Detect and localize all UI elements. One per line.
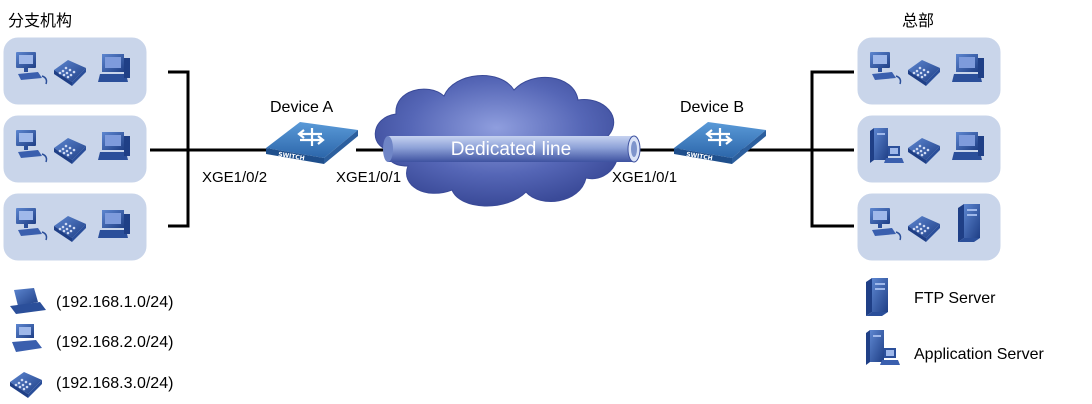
laptop-icon [10,288,46,314]
ip-phone-icon [10,372,42,398]
hq-group [857,37,1001,261]
legend-right: FTP Server Application Server [866,278,1045,365]
desktop-icon [98,54,130,82]
tube-left-end [383,136,393,162]
dedicated-line: Dedicated line [356,135,680,163]
device-a-port-label: XGE1/0/1 [336,169,401,186]
branch-title: 分支机构 [8,11,72,30]
legend-item-laptop: (192.168.1.0/24) [10,288,173,314]
device-b-badge: SWITCH [686,151,713,162]
device-b-port-label: XGE1/0/1 [612,169,677,186]
branch-group [3,37,147,261]
branch-port-label: XGE1/0/2 [202,169,267,186]
branch-wiring [150,70,270,228]
legend-app-text: Application Server [914,346,1045,363]
pc-icon [12,324,42,352]
device-b-name: Device B [680,99,744,116]
dedicated-line-label: Dedicated line [451,139,571,160]
desktop-icon [98,132,130,160]
device-a-badge: SWITCH [278,151,305,162]
ftp-server-icon [866,278,888,316]
legend-pc-text: (192.168.2.0/24) [56,334,173,351]
device-b-arrows-icon [705,128,733,146]
device-a-arrows-icon [297,128,325,146]
dedicated-line-tube [388,136,634,162]
device-a-switch: SWITCH [266,122,358,164]
desktop-icon [98,210,130,238]
hq-title: 总部 [902,11,934,30]
desktop-icon [952,132,984,160]
device-b-switch: SWITCH [674,122,766,164]
desktop-icon [952,54,984,82]
ftp-server-icon [958,204,980,242]
device-a-name: Device A [270,99,333,116]
legend-item-phone: (192.168.3.0/24) [10,372,173,398]
legend-item-ftp-server: FTP Server [866,278,996,316]
hq-wiring [736,70,854,228]
tube-right-bore [631,141,637,157]
legend-left: (192.168.1.0/24) (192.168.2.0/24) (192.1… [10,288,173,398]
legend-phone-text: (192.168.3.0/24) [56,375,173,392]
legend-item-pc: (192.168.2.0/24) [12,324,173,352]
legend-laptop-text: (192.168.1.0/24) [56,294,173,311]
legend-ftp-text: FTP Server [914,290,996,307]
application-server-icon [866,330,900,365]
legend-item-app-server: Application Server [866,330,1045,365]
